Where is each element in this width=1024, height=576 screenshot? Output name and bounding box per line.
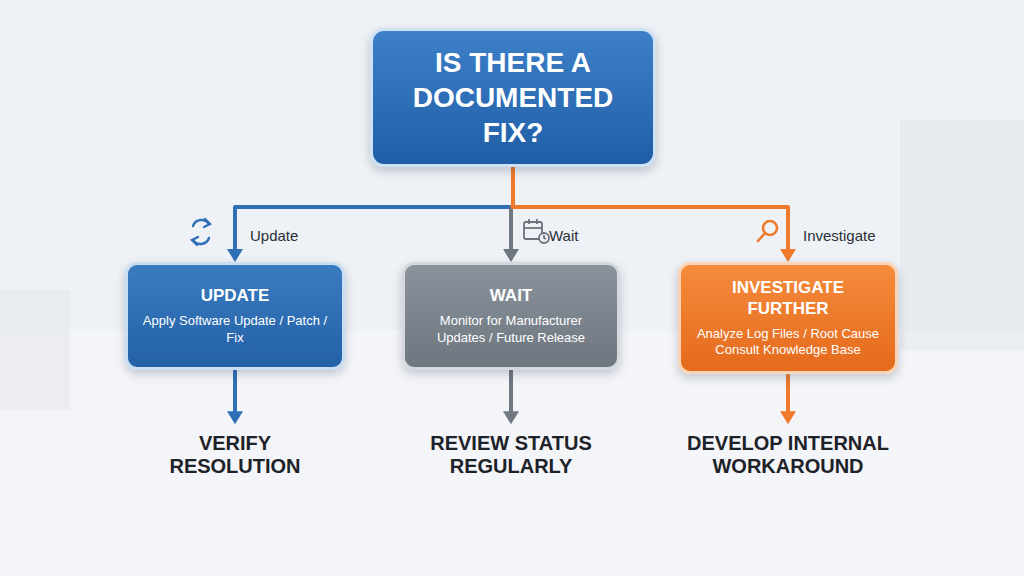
outcome-arrow-line (233, 370, 237, 412)
box-heading: INVESTIGATE FURTHER (693, 277, 883, 320)
process-box: UPDATE Apply Software Update / Patch / Fi… (125, 262, 345, 370)
connector-line (235, 167, 513, 250)
outcome-arrow-line (786, 374, 790, 412)
outcome-arrowhead (227, 411, 243, 424)
decision-box: IS THERE A DOCUMENTED FIX? (370, 28, 656, 167)
box-heading: UPDATE (201, 285, 270, 306)
clock-hand (544, 235, 546, 239)
outcome-arrowhead (503, 411, 519, 424)
arrowhead (503, 249, 519, 262)
outcome-text: DEVELOP INTERNAL WORKAROUND (653, 432, 923, 478)
connector (227, 167, 513, 262)
arrowhead (780, 249, 796, 262)
process-box: WAIT Monitor for Manufacturer Updates / F… (402, 262, 620, 370)
calendar-icon (524, 219, 549, 243)
background-chair (0, 290, 70, 410)
calendar-ring (528, 219, 530, 224)
edge-label: Investigate (803, 227, 876, 244)
outcome-arrowhead (780, 411, 796, 424)
magnifier-icon (758, 221, 777, 241)
calendar-line (524, 227, 542, 229)
clock-face (539, 233, 549, 243)
sync-arc (193, 238, 209, 244)
edge-label: Wait (549, 227, 578, 244)
sync-icon (192, 219, 210, 245)
background-window (900, 120, 1024, 350)
process-box: INVESTIGATE FURTHER Analyze Log Files / R… (678, 262, 898, 374)
box-body: Apply Software Update / Patch / Fix (140, 313, 330, 347)
arrowhead (227, 249, 243, 262)
outcome-arrow-line (509, 370, 513, 412)
box-heading: WAIT (490, 285, 533, 306)
sync-arc (193, 220, 209, 226)
outcome-text: VERIFY RESOLUTION (140, 432, 330, 478)
connector-line (513, 167, 788, 250)
outcome-text: REVIEW STATUS REGULARLY (391, 432, 631, 478)
box-body: Analyze Log Files / Root Cause Consult K… (693, 326, 883, 360)
sync-head (204, 219, 210, 227)
connector (513, 167, 796, 262)
edge-label: Update (250, 227, 298, 244)
magnifier-handle (758, 233, 765, 241)
box-body: Monitor for Manufacturer Updates / Futur… (417, 313, 605, 347)
box-heading: IS THERE A DOCUMENTED FIX? (389, 45, 637, 150)
calendar-ring (536, 219, 538, 224)
sync-head (192, 237, 198, 245)
